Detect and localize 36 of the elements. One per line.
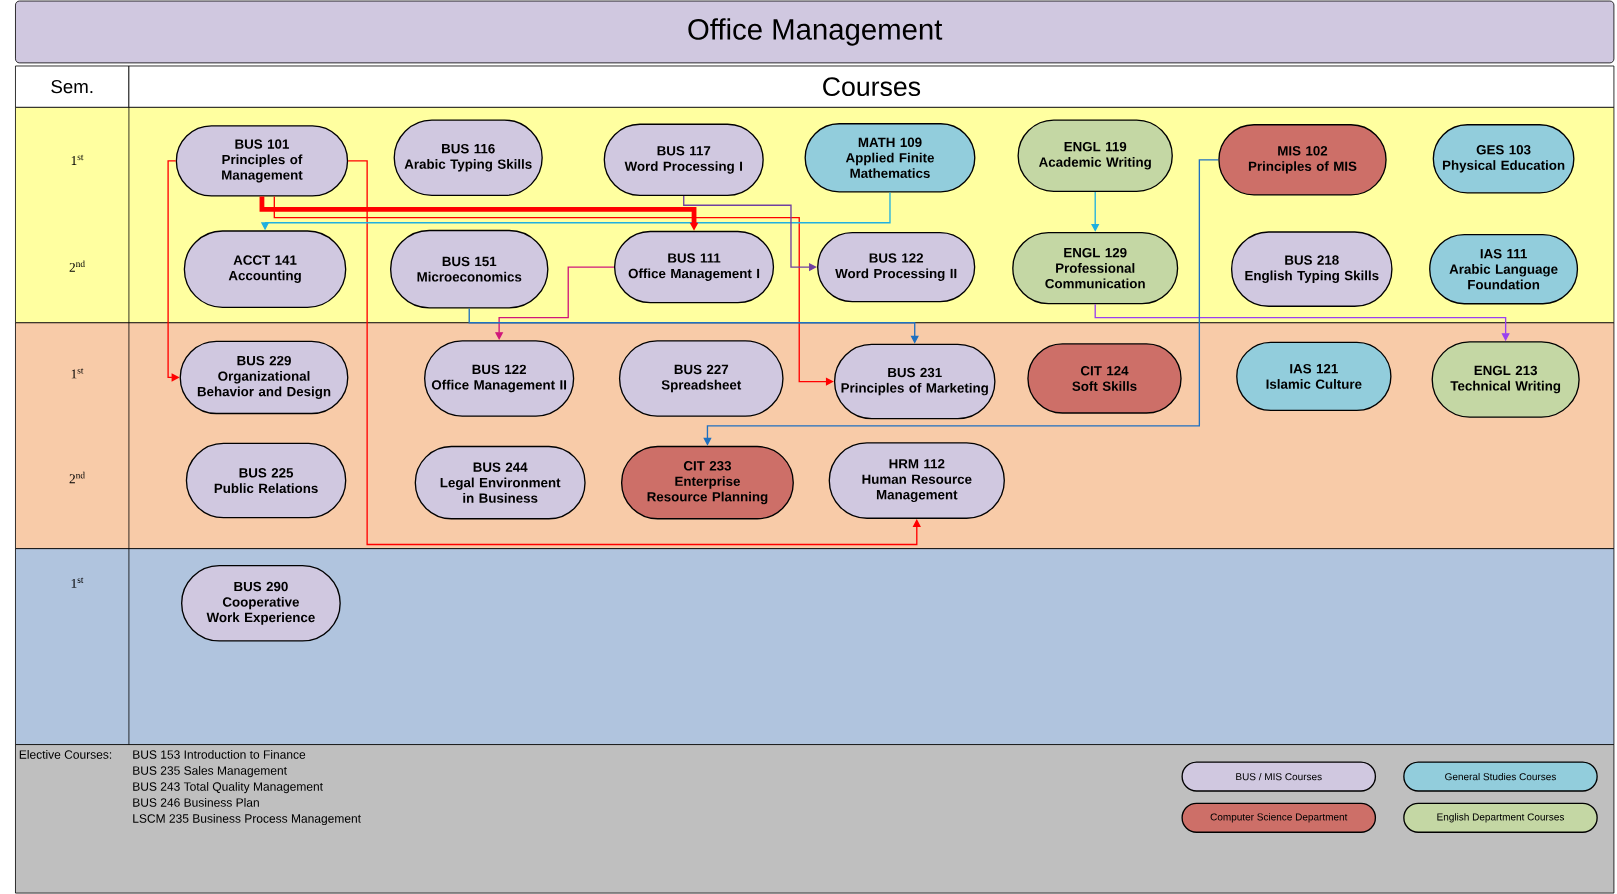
- course-pill: BUS 122 Word Processing II: [817, 231, 976, 303]
- title-banner: Office Management: [15, 0, 1615, 64]
- semester-label: 2$^{nd}$: [69, 471, 85, 484]
- elective-course: BUS 153 Introduction to Finance: [133, 749, 306, 759]
- course-pill: GES 103 Physical Education: [1432, 124, 1575, 194]
- legend-item: Computer Science Department: [1181, 802, 1377, 833]
- semester-label: 1$^{st}$: [71, 154, 84, 165]
- semester-label: 1$^{st}$: [71, 368, 84, 379]
- course-pill: ENGL 129 Professional Communication: [1012, 231, 1179, 305]
- legend-item: BUS / MIS Courses: [1181, 761, 1377, 792]
- course-pill: ENGL 119 Academic Writing: [1017, 119, 1173, 192]
- arrow: [347, 160, 921, 546]
- arrow: [273, 195, 834, 386]
- course-pill: HRM 112 Human Resource Management: [828, 442, 1005, 519]
- course-pill: BUS 111 Office Management I: [613, 230, 775, 304]
- column-header: Sem.: [15, 65, 130, 108]
- course-pill: IAS 111 Arabic Language Foundation: [1429, 233, 1579, 305]
- semester-label: 1$^{st}$: [71, 577, 84, 588]
- elective-course: LSCM 235 Business Process Management: [133, 813, 361, 826]
- elective-heading: Elective Courses:: [19, 749, 112, 759]
- elective-course: BUS 246 Business Plan: [133, 797, 259, 807]
- legend-item: General Studies Courses: [1403, 761, 1598, 792]
- course-pill: BUS 229 Organizational Behavior and Design: [179, 340, 349, 415]
- course-pill: BUS 117 Word Processing I: [603, 123, 764, 197]
- course-pill: CIT 233 Enterprise Resource Planning: [620, 445, 794, 520]
- course-pill: IAS 121 Islamic Culture: [1236, 341, 1392, 412]
- course-pill: BUS 244 Legal Environment in Business: [414, 445, 586, 520]
- course-pill: BUS 225 Public Relations: [185, 442, 347, 519]
- course-pill: BUS 101 Principles of Management: [175, 125, 349, 197]
- course-pill: BUS 231 Principles of Marketing: [833, 343, 996, 420]
- legend-item: English Department Courses: [1403, 802, 1598, 833]
- semester-label: 2$^{nd}$: [69, 260, 85, 272]
- elective-course: BUS 243 Total Quality Management: [133, 781, 323, 794]
- course-pill: MIS 102 Principles of MIS: [1218, 124, 1387, 196]
- elective-course: BUS 235 Sales Management: [133, 765, 287, 778]
- course-pill: MATH 109 Applied Finite Mathematics: [804, 123, 976, 193]
